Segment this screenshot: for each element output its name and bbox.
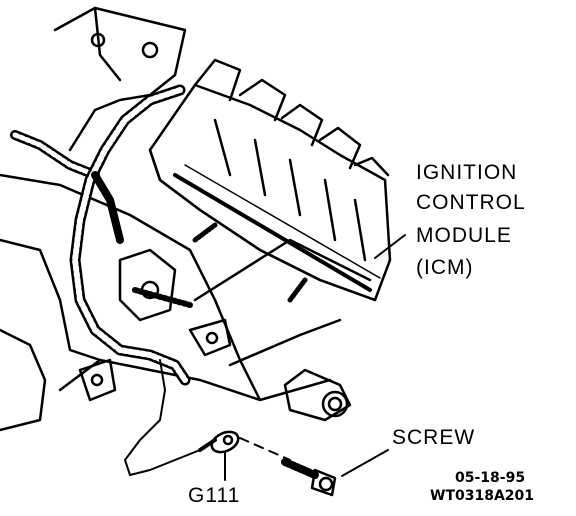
icm-label-line-4: (ICM) <box>416 256 474 279</box>
engine-bracket <box>0 6 372 432</box>
ignition-control-module <box>148 58 392 302</box>
mounting-studs <box>132 222 308 308</box>
icm-label-line-3: MODULE <box>416 224 512 247</box>
screw-leader-line <box>341 449 389 477</box>
icm-leader-line <box>374 234 406 259</box>
figure-reference-code: WT0318A201 <box>430 488 535 504</box>
leader-lines <box>224 234 406 481</box>
screw-label: SCREW <box>392 426 476 449</box>
ground-wire <box>124 359 217 476</box>
ground-g111-label: G111 <box>188 484 241 507</box>
figure-date-code: 05-18-95 <box>455 470 526 486</box>
install-path-line <box>239 437 291 461</box>
ring-terminal <box>210 430 240 454</box>
screw <box>281 458 337 497</box>
cylinder-boss <box>283 368 352 422</box>
icm-label-line-2: CONTROL <box>416 191 526 214</box>
icm-label-line-1: IGNITION <box>416 161 518 184</box>
wiring-harness <box>10 84 191 386</box>
